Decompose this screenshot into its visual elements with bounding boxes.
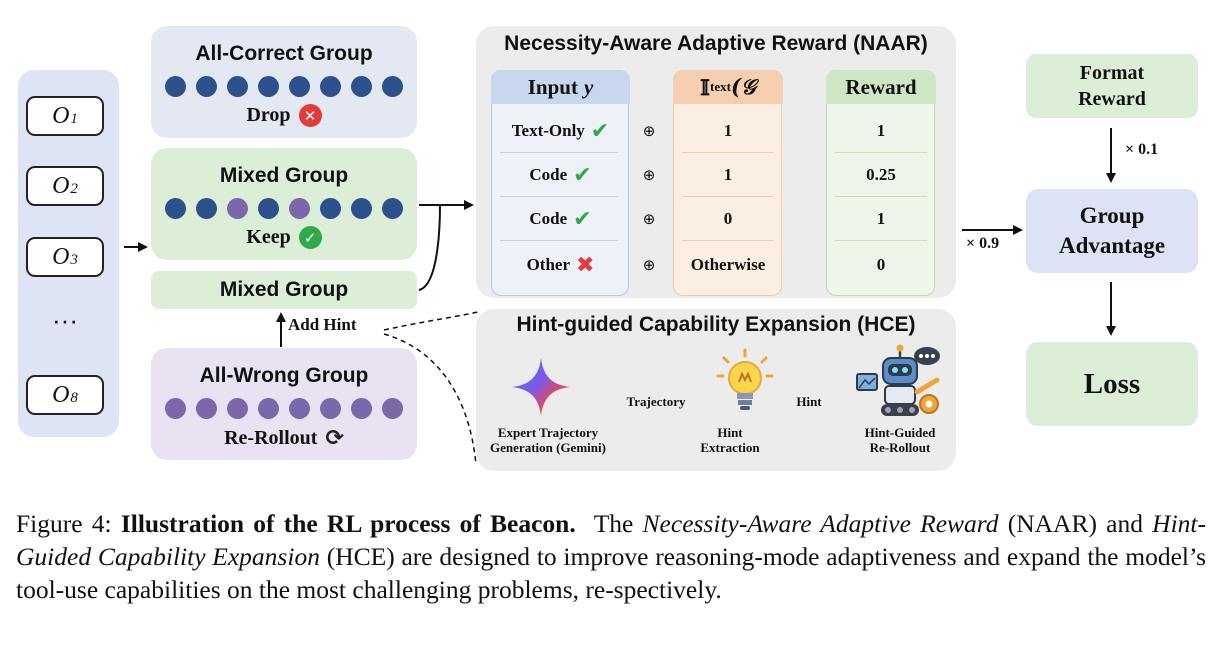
naar-row-reward: 1: [876, 209, 886, 228]
sample-dot: [196, 76, 217, 97]
naar-row-indicator: 1: [723, 121, 733, 140]
sample-dot: [196, 398, 217, 419]
group-title: Mixed Group: [219, 164, 349, 187]
sample-dot: [382, 198, 403, 219]
check-icon: ✔: [590, 118, 610, 144]
oplus-operator: ⊕: [642, 166, 656, 184]
input-header: Input y: [491, 70, 630, 104]
all-correct-group: All-Correct Group Drop ✕: [151, 26, 417, 138]
format-reward-box: Format Reward: [1026, 54, 1198, 118]
naar-row-input: Code✔: [529, 206, 592, 232]
close-circle-icon: ✕: [298, 104, 322, 127]
hce-step-label: Expert Trajectory Generation (Gemini): [490, 425, 606, 455]
naar-row-input: Other✖: [526, 252, 595, 278]
reward-header: Reward: [826, 70, 936, 104]
hce-step-label: Hint Extraction: [700, 425, 760, 455]
sample-dot: [258, 198, 279, 219]
naar-row-reward: 0.25: [866, 165, 896, 184]
loss-box: Loss: [1026, 342, 1198, 426]
hint-label: Hint: [796, 394, 822, 409]
sample-dot: [320, 198, 341, 219]
naar-row-indicator: 1: [723, 165, 733, 184]
oplus-operator: ⊕: [642, 256, 656, 274]
sample-dot: [382, 398, 403, 419]
hce-step-label: Hint-Guided Re-Rollout: [864, 425, 936, 455]
figure-caption: Figure 4: Illustration of the RL process…: [16, 509, 1206, 604]
sample-dot: [351, 398, 372, 419]
cross-icon: ✖: [576, 252, 595, 278]
group-action: Re-Rollout ⟳: [224, 426, 344, 451]
sample-dot: [196, 198, 217, 219]
sample-dot: [289, 198, 310, 219]
group-action: Keep ✓: [151, 226, 417, 249]
mixed2-to-naar-curve: [418, 204, 441, 291]
sample-dot: [165, 198, 186, 219]
lightbulb-icon: [716, 348, 774, 410]
robot-icon: [856, 344, 940, 416]
sample-dot: [227, 198, 248, 219]
reward-column: [826, 70, 935, 296]
sample-dot: [165, 398, 186, 419]
naar-row-input: Text-Only✔: [511, 118, 610, 144]
sample-dot: [289, 76, 310, 97]
trajectory-label: Trajectory: [626, 394, 686, 409]
group-title: All-Correct Group: [195, 42, 373, 65]
sample-dot: [227, 398, 248, 419]
all-wrong-group: All-Wrong Group Re-Rollout ⟳: [151, 348, 417, 460]
refresh-icon: ⟳: [325, 426, 344, 451]
dots-row: [151, 76, 417, 97]
input-column: [491, 70, 629, 296]
hint-dashed-bottom: [383, 333, 477, 466]
naar-row-reward: 1: [876, 121, 886, 140]
naar-title: Necessity-Aware Adaptive Reward (NAAR): [504, 32, 928, 55]
group-advantage-box: Group Advantage: [1026, 189, 1198, 273]
dots-row: [151, 398, 417, 419]
sample-dot: [382, 76, 403, 97]
naar-row-indicator: 0: [723, 209, 733, 228]
naar-row-indicator: Otherwise: [690, 255, 766, 274]
naar-row-reward: 0: [876, 255, 886, 274]
check-circle-icon: ✓: [298, 226, 322, 249]
sample-dot: [320, 76, 341, 97]
format-weight: × 0.1: [1125, 141, 1159, 158]
mixed-group-hinted: Mixed Group: [151, 271, 417, 309]
mixed-group: Mixed Group Keep ✓: [151, 148, 417, 260]
group-title: All-Wrong Group: [199, 364, 369, 387]
sample-dot: [320, 398, 341, 419]
naar-row-input: Code✔: [529, 162, 592, 188]
check-icon: ✔: [573, 206, 592, 232]
group-action: Drop ✕: [151, 104, 417, 127]
naar-weight: × 0.9: [966, 235, 1000, 252]
sample-dot: [165, 76, 186, 97]
sample-dot: [258, 398, 279, 419]
ellipsis: ···: [52, 304, 78, 335]
sample-dot: [227, 76, 248, 97]
hint-dashed-top: [383, 311, 479, 331]
indicator-column: [673, 70, 782, 296]
sample-dot: [351, 198, 372, 219]
add-hint-label: Add Hint: [288, 315, 357, 334]
sample-dot: [289, 398, 310, 419]
oplus-operator: ⊕: [642, 122, 656, 140]
oplus-operator: ⊕: [642, 210, 656, 228]
hce-title: Hint-guided Capability Expansion (HCE): [516, 313, 916, 336]
dots-row: [151, 198, 417, 219]
gemini-sparkle-icon: [512, 358, 570, 416]
sample-dot: [258, 76, 279, 97]
sample-dot: [351, 76, 372, 97]
check-icon: ✔: [573, 162, 592, 188]
